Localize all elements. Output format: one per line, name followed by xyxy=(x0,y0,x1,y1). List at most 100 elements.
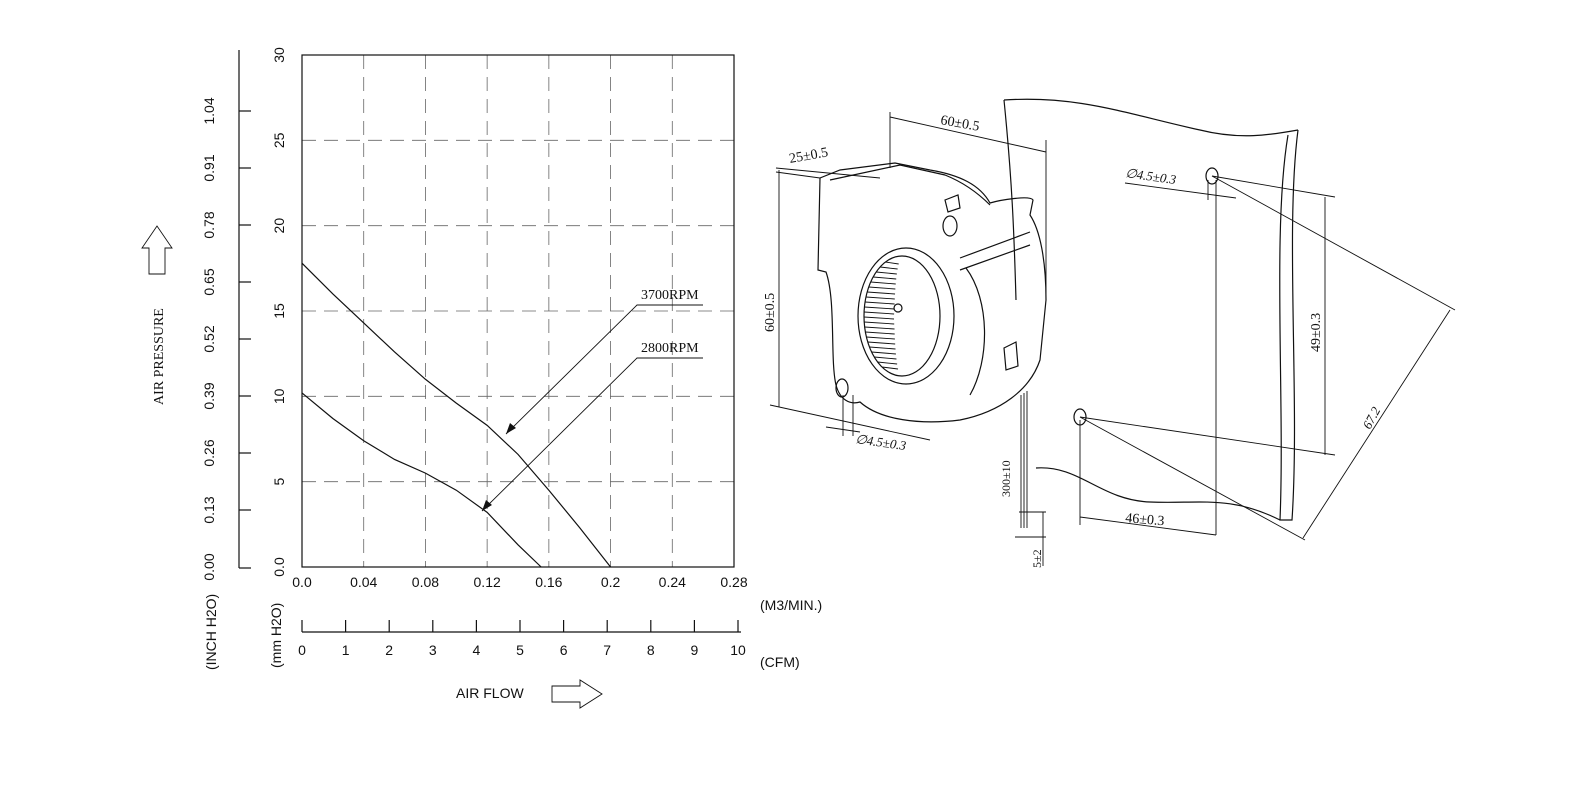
impeller-blade xyxy=(876,271,897,275)
panel-left-edge xyxy=(1003,99,1017,301)
inch-tick-label: 0.65 xyxy=(201,268,217,295)
impeller-blade xyxy=(864,306,895,310)
fan-inlet xyxy=(857,247,955,385)
inch-tick-label: 0.52 xyxy=(201,325,217,352)
y-tick-label: 20 xyxy=(271,218,287,234)
y-tick-label: 30 xyxy=(271,47,287,63)
inch-tick-label: 0.91 xyxy=(201,154,217,181)
cfm-tick-label: 1 xyxy=(342,642,350,658)
impeller-blade xyxy=(870,281,896,285)
arrowhead-icon xyxy=(482,500,492,511)
x-tick-label: 0.28 xyxy=(720,574,747,590)
leader-line xyxy=(481,357,703,512)
cfm-tick-label: 7 xyxy=(603,642,611,658)
hub-icon xyxy=(893,303,903,313)
inch-tick-label: 0.13 xyxy=(201,496,217,523)
y-tick-label: 5 xyxy=(271,478,287,486)
fan-drawing xyxy=(769,98,1456,566)
x-tick-label: 0.04 xyxy=(350,574,377,590)
dim-hole-panel xyxy=(1124,180,1237,535)
impeller-blade xyxy=(868,286,896,290)
dim-strip xyxy=(1015,511,1046,566)
cfm-unit-label: (CFM) xyxy=(760,654,800,670)
y-tick-label: 0.0 xyxy=(271,557,287,577)
lead-wires xyxy=(1020,391,1028,528)
x-tick-label: 0.2 xyxy=(601,574,621,590)
mm-ticks: 0.0 5 10 15 20 25 30 xyxy=(271,47,287,577)
panel-right-edge xyxy=(1279,129,1299,521)
dim-horizontal xyxy=(1079,420,1217,536)
x-tick-label: 0.24 xyxy=(659,574,686,590)
impeller-blade xyxy=(865,331,895,335)
x-tick-label: 0.08 xyxy=(412,574,439,590)
plot-frame xyxy=(301,54,735,568)
air-pressure-label: AIR PRESSURE xyxy=(152,308,167,405)
dim-depth xyxy=(775,167,881,179)
annotation-2800rpm: 2800RPM xyxy=(481,341,703,512)
series-line-2800rpm xyxy=(301,392,542,568)
cfm-tick-label: 0 xyxy=(298,642,306,658)
impeller-blade xyxy=(866,336,895,340)
m3-unit-label: (M3/MIN.) xyxy=(760,597,822,613)
impeller-blade xyxy=(864,326,895,330)
inch-unit-label: (INCH H2O) xyxy=(203,594,219,670)
impeller-blade xyxy=(874,356,897,360)
cfm-tick-label: 4 xyxy=(473,642,481,658)
series-label-2800rpm: 2800RPM xyxy=(641,341,699,356)
cfm-tick-label: 2 xyxy=(385,642,393,658)
leader-line xyxy=(505,304,703,435)
x-tick-label: 0.12 xyxy=(474,574,501,590)
dim-height-label: 60±0.5 xyxy=(763,293,778,332)
series-lines xyxy=(301,262,612,568)
series-label-3700rpm: 3700RPM xyxy=(641,288,699,303)
dim-hole-panel-label: ∅4.5±0.3 xyxy=(1125,165,1178,187)
impeller-blade xyxy=(864,311,895,315)
impeller-blade xyxy=(885,261,899,265)
dim-horizontal-label: 46±0.3 xyxy=(1125,511,1165,529)
impeller-blade xyxy=(865,301,895,305)
impeller-blade xyxy=(873,276,897,280)
impeller-blade xyxy=(864,321,895,325)
dim-height xyxy=(769,170,931,441)
impeller-blade xyxy=(880,266,898,270)
annotation-3700rpm: 3700RPM xyxy=(505,288,703,435)
impeller-blades xyxy=(863,261,899,370)
dim-lead-label: 300±10 xyxy=(999,460,1013,497)
dim-depth-label: 25±0.5 xyxy=(788,145,829,167)
impeller-blade xyxy=(871,351,896,355)
grid xyxy=(302,55,734,567)
panel-top-edge xyxy=(1003,98,1299,137)
fan-side-lines xyxy=(959,231,1031,396)
dim-width xyxy=(889,112,1047,300)
x-tick-label: 0.16 xyxy=(535,574,562,590)
inch-tick-label: 0.00 xyxy=(201,553,217,580)
y-tick-label: 10 xyxy=(271,388,287,404)
mount-hole-bottom xyxy=(835,378,849,398)
dim-hole-fan-label: ∅4.5±0.3 xyxy=(855,431,908,453)
dim-vertical-label: 49±0.3 xyxy=(1309,313,1324,352)
up-arrow-icon xyxy=(141,225,173,275)
impeller-blade xyxy=(863,316,895,320)
clip-icon xyxy=(1003,341,1019,371)
impeller-blade xyxy=(867,291,896,295)
dim-diagonal-label: 67.2 xyxy=(1359,404,1383,432)
impeller-blade xyxy=(865,296,895,300)
mount-hole-top xyxy=(942,215,958,237)
dim-hole-fan xyxy=(825,395,861,436)
dim-diagonal xyxy=(1079,175,1456,541)
cfm-tick-label: 5 xyxy=(516,642,524,658)
right-arrow-icon xyxy=(551,679,603,709)
cfm-tick-label: 6 xyxy=(560,642,568,658)
panel-bottom-edge xyxy=(1035,467,1281,521)
clip-top-icon xyxy=(944,194,961,213)
air-flow-label: AIR FLOW xyxy=(456,685,524,701)
inch-tick-label: 1.04 xyxy=(201,97,217,124)
dimension-labels: 60±0.5 25±0.5 60±0.5 ∅4.5±0.3 ∅4.5±0.3 4… xyxy=(763,113,1384,568)
dim-width-label: 60±0.5 xyxy=(939,113,980,135)
x-tick-label: 0.0 xyxy=(292,574,312,590)
y-tick-label: 15 xyxy=(271,303,287,319)
cfm-tick-label: 9 xyxy=(691,642,699,658)
y-tick-label: 25 xyxy=(271,132,287,148)
cfm-tick-label: 8 xyxy=(647,642,655,658)
